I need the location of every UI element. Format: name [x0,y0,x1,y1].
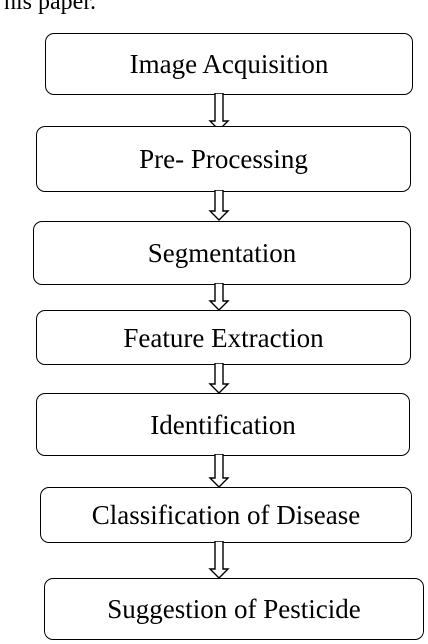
flow-step-label: Classification of Disease [91,500,361,530]
flow-step-pre-processing: Pre- Processing [36,126,411,192]
flow-step-image-acquisition: Image Acquisition [45,33,413,95]
down-arrow-icon [208,454,230,488]
down-arrow-icon [208,283,230,311]
down-arrow-icon [208,190,230,221]
down-arrow-icon [208,363,230,394]
flow-step-label: Suggestion of Pesticide [107,594,361,624]
down-arrow-icon [208,541,230,579]
flow-step-label: Feature Extraction [123,322,324,353]
flow-step-identification: Identification [36,393,410,456]
flow-step-label: Identification [150,409,296,440]
flow-step-label: Image Acquisition [129,49,329,79]
flow-step-label: Segmentation [147,238,297,268]
flow-step-classification-of-disease: Classification of Disease [40,487,412,543]
flow-step-suggestion-of-pesticide: Suggestion of Pesticide [44,578,424,640]
flow-step-feature-extraction: Feature Extraction [36,310,411,365]
caption-text-fragment: his paper. [4,0,96,15]
flow-step-label: Pre- Processing [139,144,308,174]
down-arrow-icon [208,93,230,131]
flow-step-segmentation: Segmentation [33,221,411,285]
